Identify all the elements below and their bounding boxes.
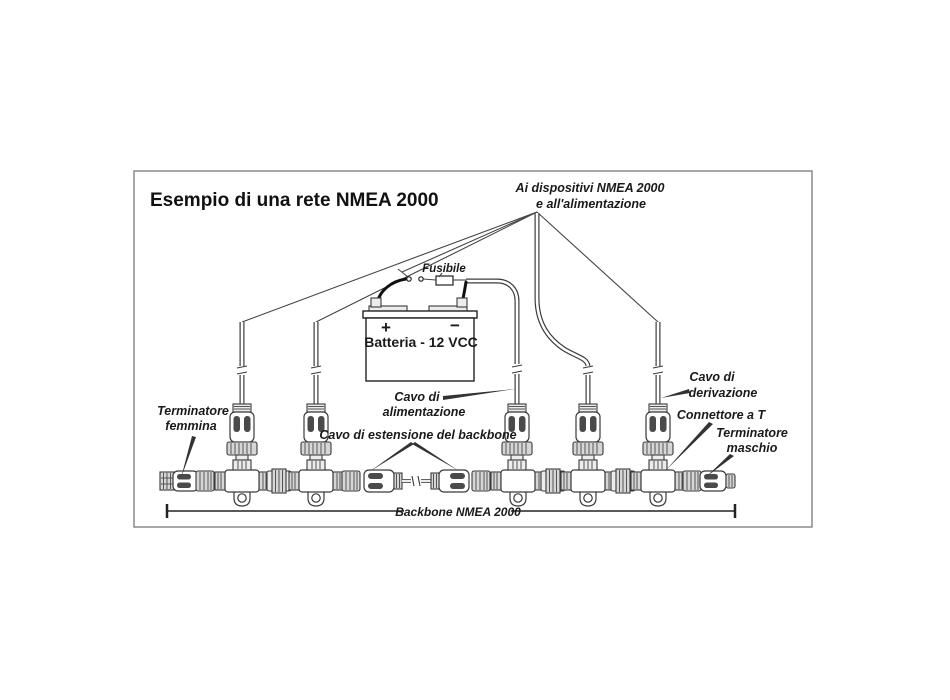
battery-minus-sign: − xyxy=(450,316,460,335)
extension-cable xyxy=(402,475,431,487)
terminator-male xyxy=(699,470,736,492)
t-connector-label: Connettore a T xyxy=(677,408,767,422)
battery-terminal-positive xyxy=(370,297,382,308)
battery-terminal-negative xyxy=(456,297,468,308)
backbone-extension-leader-right xyxy=(412,442,459,471)
terminator-female xyxy=(159,470,199,492)
terminator-male-label-line2: maschio xyxy=(727,441,778,455)
drop-cable-5 xyxy=(652,322,664,404)
backbone xyxy=(159,468,736,507)
terminator-female-label-line1: Terminatore xyxy=(157,404,229,418)
backbone-dimension-label: Backbone NMEA 2000 xyxy=(395,505,521,519)
switch-lever xyxy=(397,268,409,278)
drop-cable-label-line1: Cavo di xyxy=(689,370,735,384)
backbone-dimension: Backbone NMEA 2000 xyxy=(165,504,737,519)
terminator-female-label-line2: femmina xyxy=(165,419,216,433)
drop-cable-2 xyxy=(310,322,322,404)
backbone-extension-label: Cavo di estensione del backbone xyxy=(319,428,516,442)
annotations: Terminatore femmina Cavo di alimentazion… xyxy=(157,370,788,478)
diagram-title: Esempio di una rete NMEA 2000 xyxy=(150,190,439,211)
power-cable-leader xyxy=(443,389,515,400)
drop-cable-leader xyxy=(661,389,690,398)
extension-plug-right xyxy=(430,469,470,493)
device-leader-lines xyxy=(241,211,659,323)
terminator-male-leader xyxy=(706,454,734,477)
switch-contact-right xyxy=(418,276,424,282)
power-cable-label-line2: alimentazione xyxy=(383,405,466,419)
extension-plug-left xyxy=(363,469,403,493)
terminator-female-leader xyxy=(181,436,196,478)
power-cable-label-line1: Cavo di xyxy=(394,390,440,404)
terminator-male-label-line1: Terminatore xyxy=(716,426,788,440)
devices-label-line2: e all'alimentazione xyxy=(536,197,646,211)
drop-cable-1 xyxy=(236,322,248,404)
devices-label-line1: Ai dispositivi NMEA 2000 xyxy=(515,181,665,195)
battery-body xyxy=(365,317,475,382)
battery-label: Batteria - 12 VCC xyxy=(364,334,478,350)
switch-and-fuse: Fusibile xyxy=(397,263,466,286)
t-connector-leader xyxy=(666,422,713,470)
backbone-extension-leader-left xyxy=(369,442,414,472)
drop-cable-label-line2: derivazione xyxy=(689,386,758,400)
switch-contact-left xyxy=(406,276,412,282)
power-cable xyxy=(466,278,523,404)
drop-cable-4 xyxy=(534,213,594,404)
fuse-body xyxy=(435,275,454,286)
battery: + − Batteria - 12 VCC xyxy=(362,277,478,382)
fuse-label: Fusibile xyxy=(422,263,466,275)
battery-plus-sign: + xyxy=(381,318,391,337)
